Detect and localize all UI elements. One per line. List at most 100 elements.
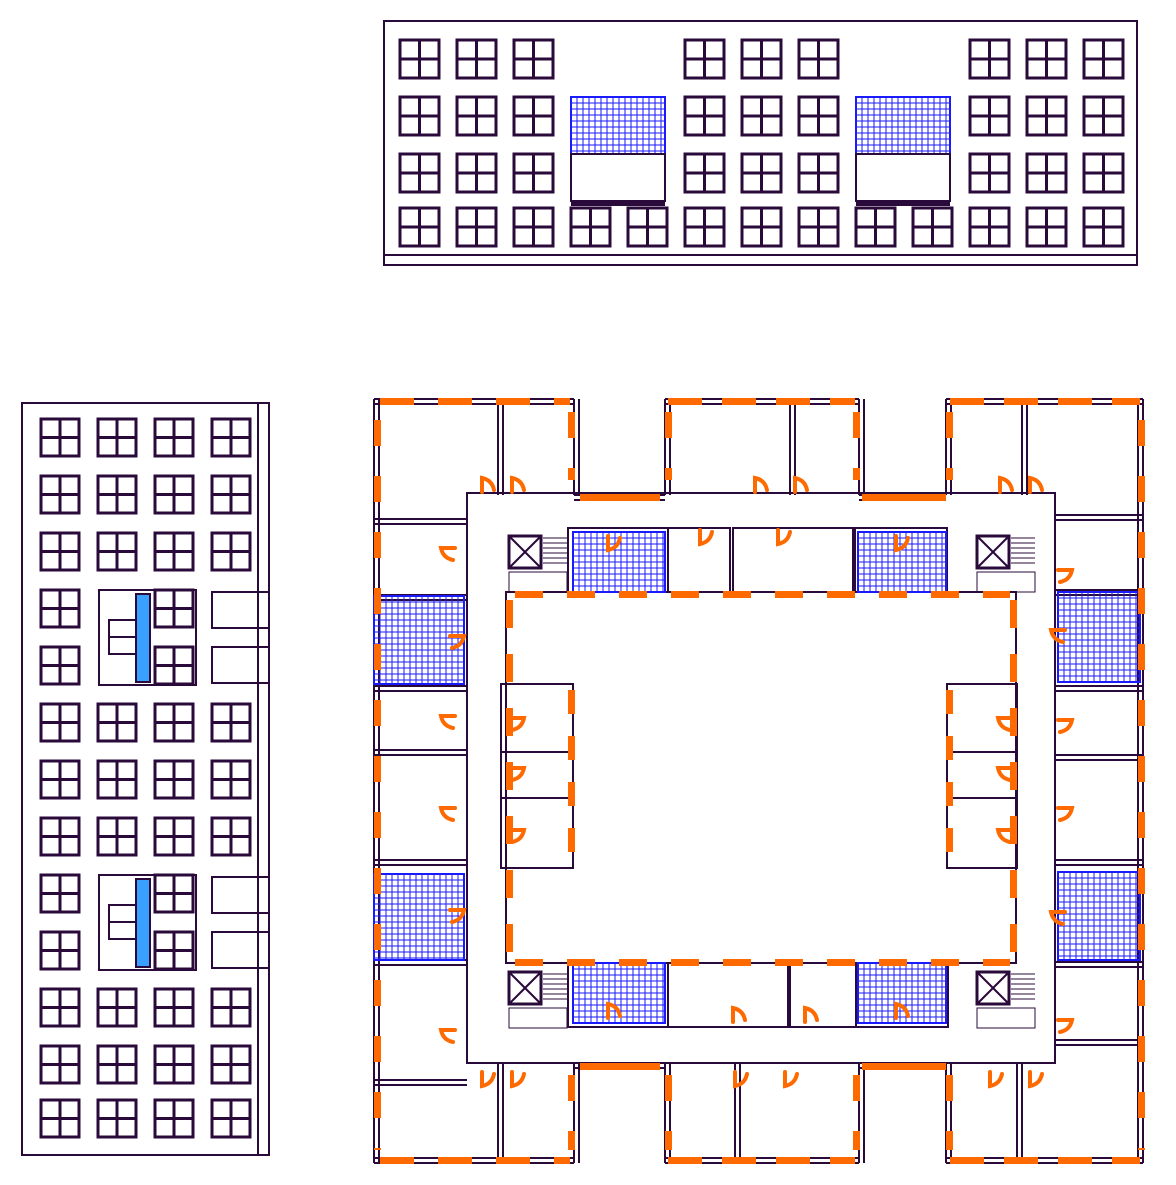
courtyard-outline (505, 591, 1017, 964)
glazed-stairwell (857, 962, 947, 1024)
window-icon (210, 417, 252, 458)
window-opening (1138, 532, 1145, 558)
window-opening (619, 591, 647, 598)
door-swing-arc (894, 534, 910, 553)
window-opening (722, 398, 756, 405)
glass-strip (135, 593, 151, 683)
door-swing-icon (995, 828, 1014, 844)
inner-room (946, 751, 1018, 799)
panel-frame (1057, 591, 1141, 683)
door-swing-icon (438, 714, 457, 730)
window-opening (554, 398, 570, 405)
door-swing-icon (510, 1070, 526, 1089)
door-swing-icon (793, 475, 809, 494)
window-icon (210, 987, 252, 1028)
window-icon (153, 873, 195, 914)
window-icon (96, 1098, 138, 1139)
window-opening (879, 959, 907, 966)
stair-landing-frame (570, 153, 666, 202)
panel-frame (373, 873, 465, 961)
window-icon (398, 152, 441, 194)
window-icon (153, 588, 195, 629)
elevator-icon (507, 534, 543, 570)
window-opening (1138, 812, 1145, 838)
window-icon (39, 702, 81, 743)
stair-bay-frame (98, 589, 197, 686)
door-swing-icon (753, 475, 769, 494)
window-opening (776, 1157, 810, 1164)
door-swing-icon (508, 716, 527, 732)
window-opening (580, 1063, 660, 1070)
door-swing-arc (448, 634, 467, 650)
door-swing-icon (698, 528, 714, 547)
side-elevation-outline (21, 402, 270, 1156)
elevation-outline (383, 20, 1138, 266)
door-swing-arc (995, 766, 1014, 782)
door-swing-icon (998, 475, 1014, 494)
door-swing-icon (448, 634, 467, 650)
window-opening (568, 1075, 575, 1101)
window-opening (1058, 1157, 1092, 1164)
lintel-band (856, 201, 950, 206)
window-icon (968, 152, 1011, 194)
window-icon (797, 38, 840, 80)
window-opening (853, 1131, 860, 1150)
elevator-shaft (975, 534, 1011, 570)
glazed-stairwell (572, 531, 666, 593)
window-opening (1138, 1092, 1145, 1118)
elevator-icon (975, 970, 1011, 1006)
window-opening (946, 736, 953, 760)
window-opening (830, 1157, 855, 1164)
glazed-stair-panel (570, 96, 666, 155)
window-opening (506, 870, 513, 898)
inner-room (732, 527, 854, 593)
door-swing-arc (438, 1028, 457, 1044)
window-icon (911, 206, 954, 248)
window-opening (776, 398, 810, 405)
door-swing-arc (510, 475, 526, 494)
window-icon (153, 987, 195, 1028)
door-swing-icon (438, 806, 457, 822)
balcony-box (211, 591, 270, 629)
window-opening (853, 1075, 860, 1101)
stair-core (507, 534, 568, 593)
door-swing-icon (1048, 628, 1067, 644)
door-swing-icon (731, 1005, 747, 1024)
door-swing-arc (894, 1001, 910, 1020)
window-opening (567, 591, 595, 598)
window-opening (853, 468, 860, 480)
door-swing-arc (508, 716, 527, 732)
window-opening (580, 494, 660, 501)
door-swing-icon (1056, 718, 1075, 734)
window-opening (775, 959, 803, 966)
window-icon (153, 417, 195, 458)
front-elevation (383, 20, 1138, 266)
window-icon (210, 759, 252, 800)
window-opening (1010, 654, 1017, 682)
window-icon (512, 152, 555, 194)
stair-step (108, 636, 137, 655)
stair-core (507, 970, 568, 1029)
door-swing-arc (438, 806, 457, 822)
window-opening (568, 690, 575, 714)
window-icon (455, 38, 498, 80)
door-swing-icon (1028, 1070, 1044, 1089)
window-icon (797, 152, 840, 194)
door-swing-arc (731, 1005, 747, 1024)
window-icon (96, 702, 138, 743)
window-opening (950, 1157, 984, 1164)
door-swing-arc (783, 1070, 799, 1089)
window-opening (665, 1131, 672, 1150)
balcony-box (211, 876, 270, 914)
door-swing-arc (508, 828, 527, 844)
window-opening (931, 591, 959, 598)
elevator-icon (507, 970, 543, 1006)
window-icon (1082, 206, 1125, 248)
door-swing-arc (448, 908, 467, 924)
door-swing-icon (606, 534, 622, 553)
window-opening (438, 1157, 472, 1164)
window-icon (1025, 38, 1068, 80)
door-swing-arc (606, 534, 622, 553)
window-icon (854, 206, 897, 248)
